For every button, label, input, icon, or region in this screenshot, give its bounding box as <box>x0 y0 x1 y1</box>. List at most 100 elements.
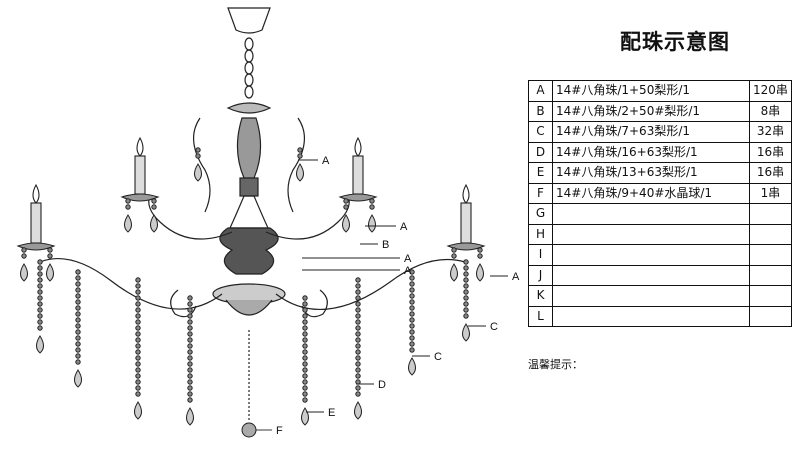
row-description: 14#八角珠/16+63梨形/1 <box>552 141 750 163</box>
strand-a-7 <box>450 247 458 282</box>
strand-a-6 <box>368 198 376 233</box>
upper-arm-left <box>148 194 233 240</box>
row-quantity <box>749 223 792 245</box>
row-description <box>552 285 750 307</box>
row-description <box>552 223 750 245</box>
center-crystal-ball <box>241 422 257 438</box>
row-description: 14#八角珠/9+40#水晶球/1 <box>552 182 750 204</box>
row-description <box>552 264 750 286</box>
strand-c-right-inner <box>408 269 416 376</box>
strand-d-left <box>134 277 142 420</box>
row-description: 14#八角珠/13+63梨形/1 <box>552 162 750 184</box>
svg-text:A: A <box>322 155 330 167</box>
strand-d-right <box>354 277 362 420</box>
strand-c-left-inner <box>74 269 82 388</box>
bowl-base <box>225 299 273 316</box>
hanging-chain <box>244 37 254 99</box>
row-letter: B <box>528 100 553 122</box>
svg-text:F: F <box>276 425 283 437</box>
strand-a-5 <box>342 198 350 233</box>
row-letter: J <box>528 264 553 286</box>
callouts: A A B A A A C <box>256 155 520 437</box>
callout-e: E <box>306 407 335 419</box>
row-quantity <box>749 305 792 327</box>
callout-a-upper-scroll: A <box>298 155 330 167</box>
table-row: I <box>528 244 792 266</box>
table-row: J <box>528 264 792 286</box>
row-letter: A <box>528 80 553 102</box>
table-row: K <box>528 285 792 307</box>
strand-a-8 <box>476 247 484 282</box>
row-letter: L <box>528 305 553 327</box>
callout-d: D <box>356 379 386 391</box>
callout-f: F <box>256 425 283 437</box>
candle-1 <box>16 183 56 251</box>
callout-b-bobeche: B <box>360 239 389 251</box>
strand-a-4 <box>150 198 158 233</box>
callout-a-right-candle-outer: A <box>490 271 520 283</box>
strand-a-scroll-right <box>296 147 304 182</box>
column-neck <box>229 195 269 229</box>
strand-c-left-outer <box>36 259 44 354</box>
column-collar <box>239 177 259 197</box>
top-bobeche <box>226 102 272 114</box>
row-letter: H <box>528 223 553 245</box>
curl-right <box>301 289 328 318</box>
row-quantity <box>749 244 792 266</box>
lower-arm-left <box>39 258 223 310</box>
upper-arm-right <box>265 194 350 240</box>
row-description: 14#八角珠/1+50梨形/1 <box>552 80 750 102</box>
svg-text:D: D <box>378 379 386 391</box>
row-description <box>552 305 750 327</box>
row-letter: E <box>528 162 553 184</box>
table-row: H <box>528 223 792 245</box>
callout-a-body-1: A <box>302 253 412 265</box>
row-quantity: 8串 <box>749 100 792 122</box>
curl-left <box>170 289 197 318</box>
callout-a-right-candle: A <box>365 221 408 233</box>
svg-text:A: A <box>404 253 412 265</box>
candles <box>16 136 486 251</box>
row-quantity: 16串 <box>749 141 792 163</box>
svg-text:A: A <box>400 221 408 233</box>
row-letter: C <box>528 121 553 143</box>
strand-e-right <box>301 295 309 426</box>
svg-text:A: A <box>404 265 412 277</box>
row-description: 14#八角珠/2+50#梨形/1 <box>552 100 750 122</box>
row-quantity: 32串 <box>749 121 792 143</box>
callout-c-outer: C <box>468 321 498 333</box>
svg-text:B: B <box>382 239 389 251</box>
row-letter: D <box>528 141 553 163</box>
strand-e-left <box>186 295 194 426</box>
crystal-strands <box>20 147 484 438</box>
row-description: 14#八角珠/7+63梨形/1 <box>552 121 750 143</box>
row-letter: G <box>528 203 553 225</box>
svg-text:C: C <box>434 351 442 363</box>
scroll-right <box>287 117 305 213</box>
row-letter: I <box>528 244 553 266</box>
strand-a-3 <box>124 198 132 233</box>
row-quantity <box>749 285 792 307</box>
notice-label: 温馨提示： <box>528 358 583 371</box>
row-description <box>552 203 750 225</box>
table-row: G <box>528 203 792 225</box>
ceiling-canopy <box>227 7 271 34</box>
lower-arm-right <box>275 258 466 311</box>
row-quantity: 120串 <box>749 80 792 102</box>
strand-a-2 <box>46 247 54 282</box>
strand-a-1 <box>20 247 28 282</box>
svg-text:A: A <box>512 271 520 283</box>
callout-c-inner: C <box>412 351 442 363</box>
candle-2 <box>120 136 160 202</box>
row-quantity <box>749 264 792 286</box>
diagram-title: 配珠示意图 <box>620 30 730 54</box>
candle-3 <box>338 136 378 202</box>
